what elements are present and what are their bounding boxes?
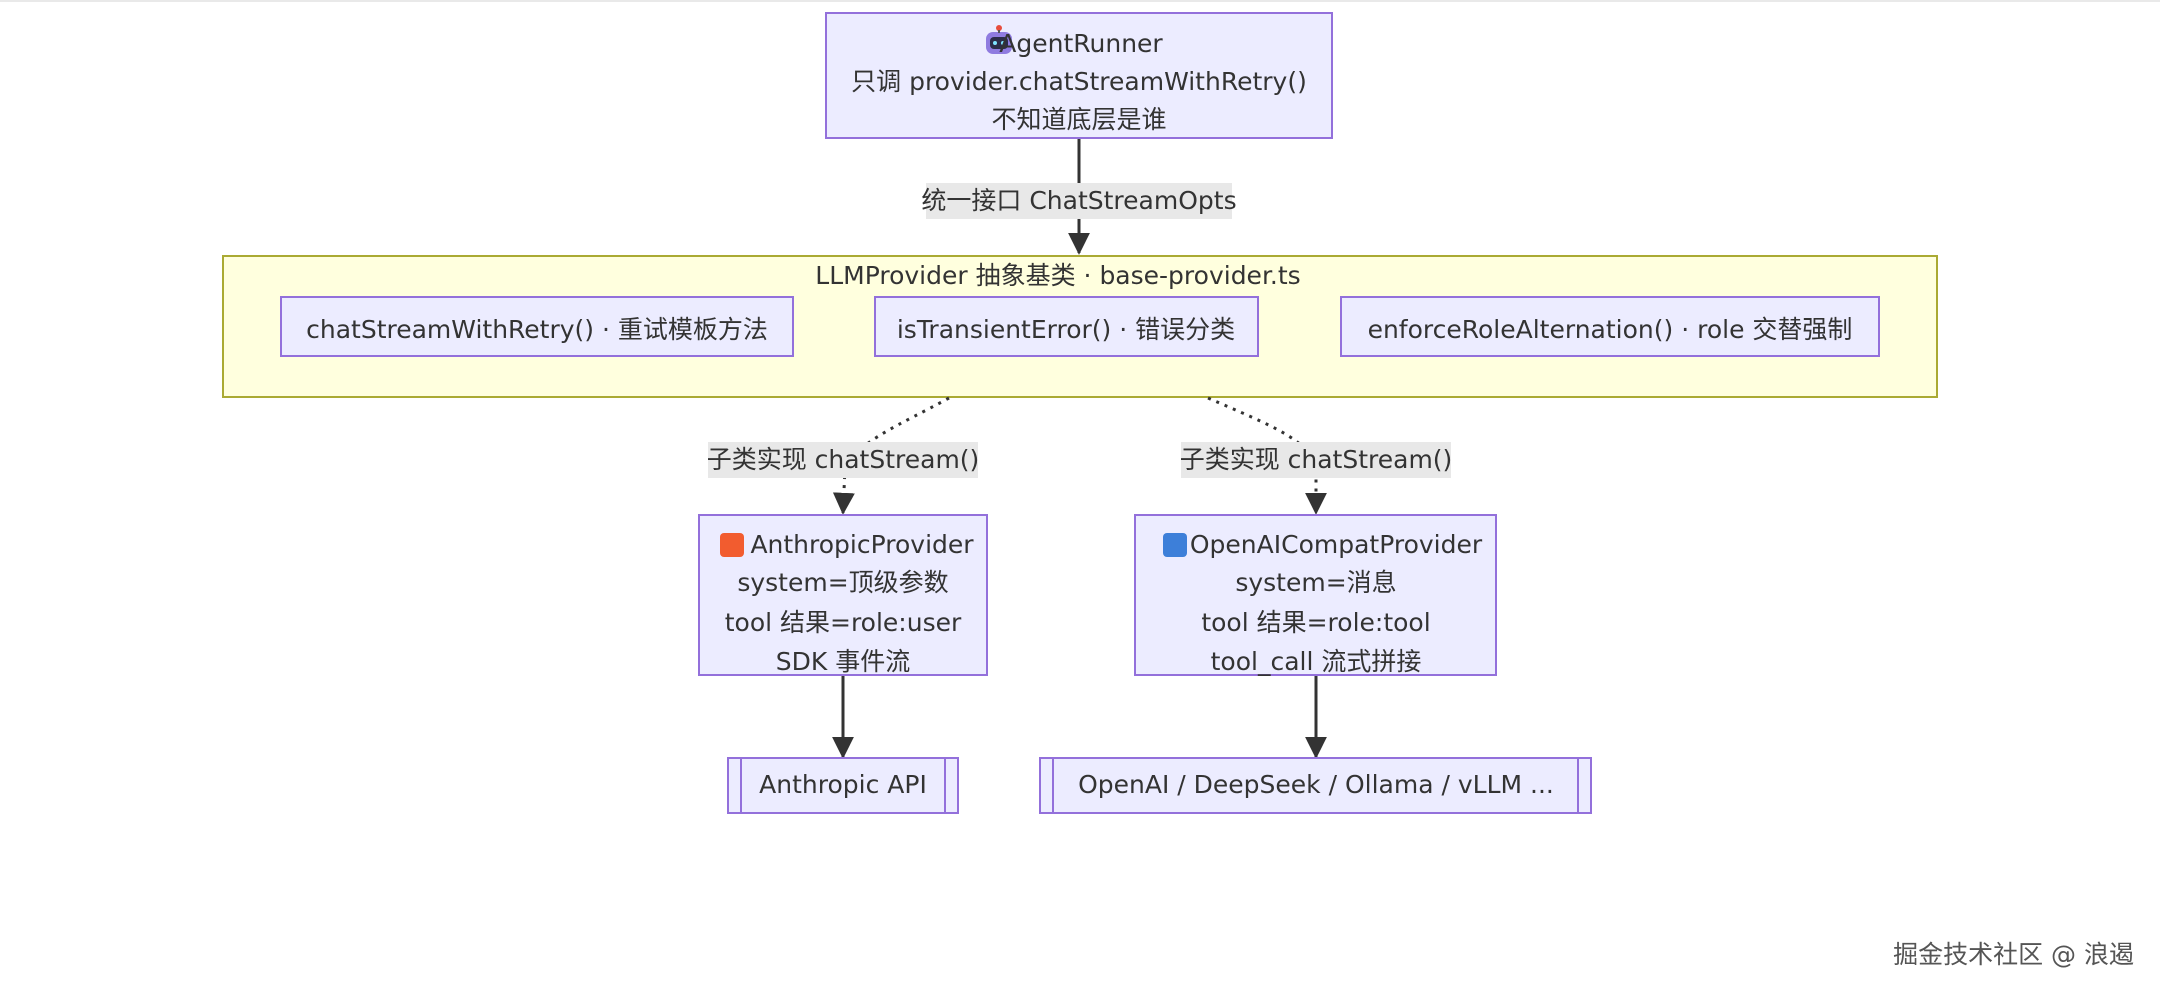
edge-label-base-to-anthropic: 子类实现 chatStream() [707,442,980,478]
orange-square-icon [720,533,744,557]
method-transient-node: isTransientError() · 错误分类 [874,296,1259,357]
watermark: 掘金技术社区 @ 浪遏 [1893,940,2134,969]
svg-text:Anthropic API: Anthropic API [759,770,927,799]
svg-text:统一接口 ChatStreamOpts: 统一接口 ChatStreamOpts [921,186,1236,215]
svg-text:system=消息: system=消息 [1235,568,1396,597]
method-retry-node: chatStreamWithRetry() · 重试模板方法 [280,296,794,357]
svg-text:system=顶级参数: system=顶级参数 [737,568,948,597]
openai-api-node: OpenAI / DeepSeek / Ollama / vLLM ... [1039,757,1592,814]
top-rule [0,0,2160,2]
svg-text:OpenAI / DeepSeek / Ollama / v: OpenAI / DeepSeek / Ollama / vLLM ... [1078,770,1554,799]
cluster-title: LLMProvider 抽象基类 · base-provider.ts [815,261,1300,290]
anthropic-provider-node: AnthropicProvider system=顶级参数 tool 结果=ro… [698,514,988,676]
edge-base-to-anthropic [832,396,950,515]
svg-text:子类实现 chatStream(): 子类实现 chatStream() [707,445,980,474]
openai-provider-node: OpenAICompatProvider system=消息 tool 结果=r… [1134,514,1497,676]
svg-text:tool_call 流式拼接: tool_call 流式拼接 [1211,647,1422,676]
agent-runner-title: AgentRunner [999,29,1163,58]
anthropic-provider-title: AnthropicProvider [750,530,974,559]
svg-text:isTransientError() · 错误分类: isTransientError() · 错误分类 [897,315,1235,344]
edge-label-base-to-openai: 子类实现 chatStream() [1180,442,1453,478]
agent-runner-line-2: 只调 provider.chatStreamWithRetry() [851,67,1307,96]
agent-runner-node: AgentRunner 只调 provider.chatStreamWithRe… [825,12,1333,139]
edge-label-runner-to-base: 统一接口 ChatStreamOpts [921,183,1237,219]
anthropic-api-node: Anthropic API [727,757,959,814]
openai-provider-title: OpenAICompatProvider [1190,530,1483,559]
svg-text:tool 结果=role:tool: tool 结果=role:tool [1201,608,1430,637]
blue-square-icon [1163,533,1187,557]
svg-text:SDK 事件流: SDK 事件流 [776,647,910,676]
agent-runner-line-3: 不知道底层是谁 [991,105,1166,134]
svg-text:子类实现 chatStream(): 子类实现 chatStream() [1180,445,1453,474]
robot-icon [986,25,1012,54]
svg-text:enforceRoleAlternation() · rol: enforceRoleAlternation() · role 交替强制 [1368,315,1853,344]
svg-text:tool 结果=role:user: tool 结果=role:user [725,608,962,637]
svg-text:chatStreamWithRetry() · 重试模板方法: chatStreamWithRetry() · 重试模板方法 [306,315,768,344]
method-role-node: enforceRoleAlternation() · role 交替强制 [1340,296,1880,357]
